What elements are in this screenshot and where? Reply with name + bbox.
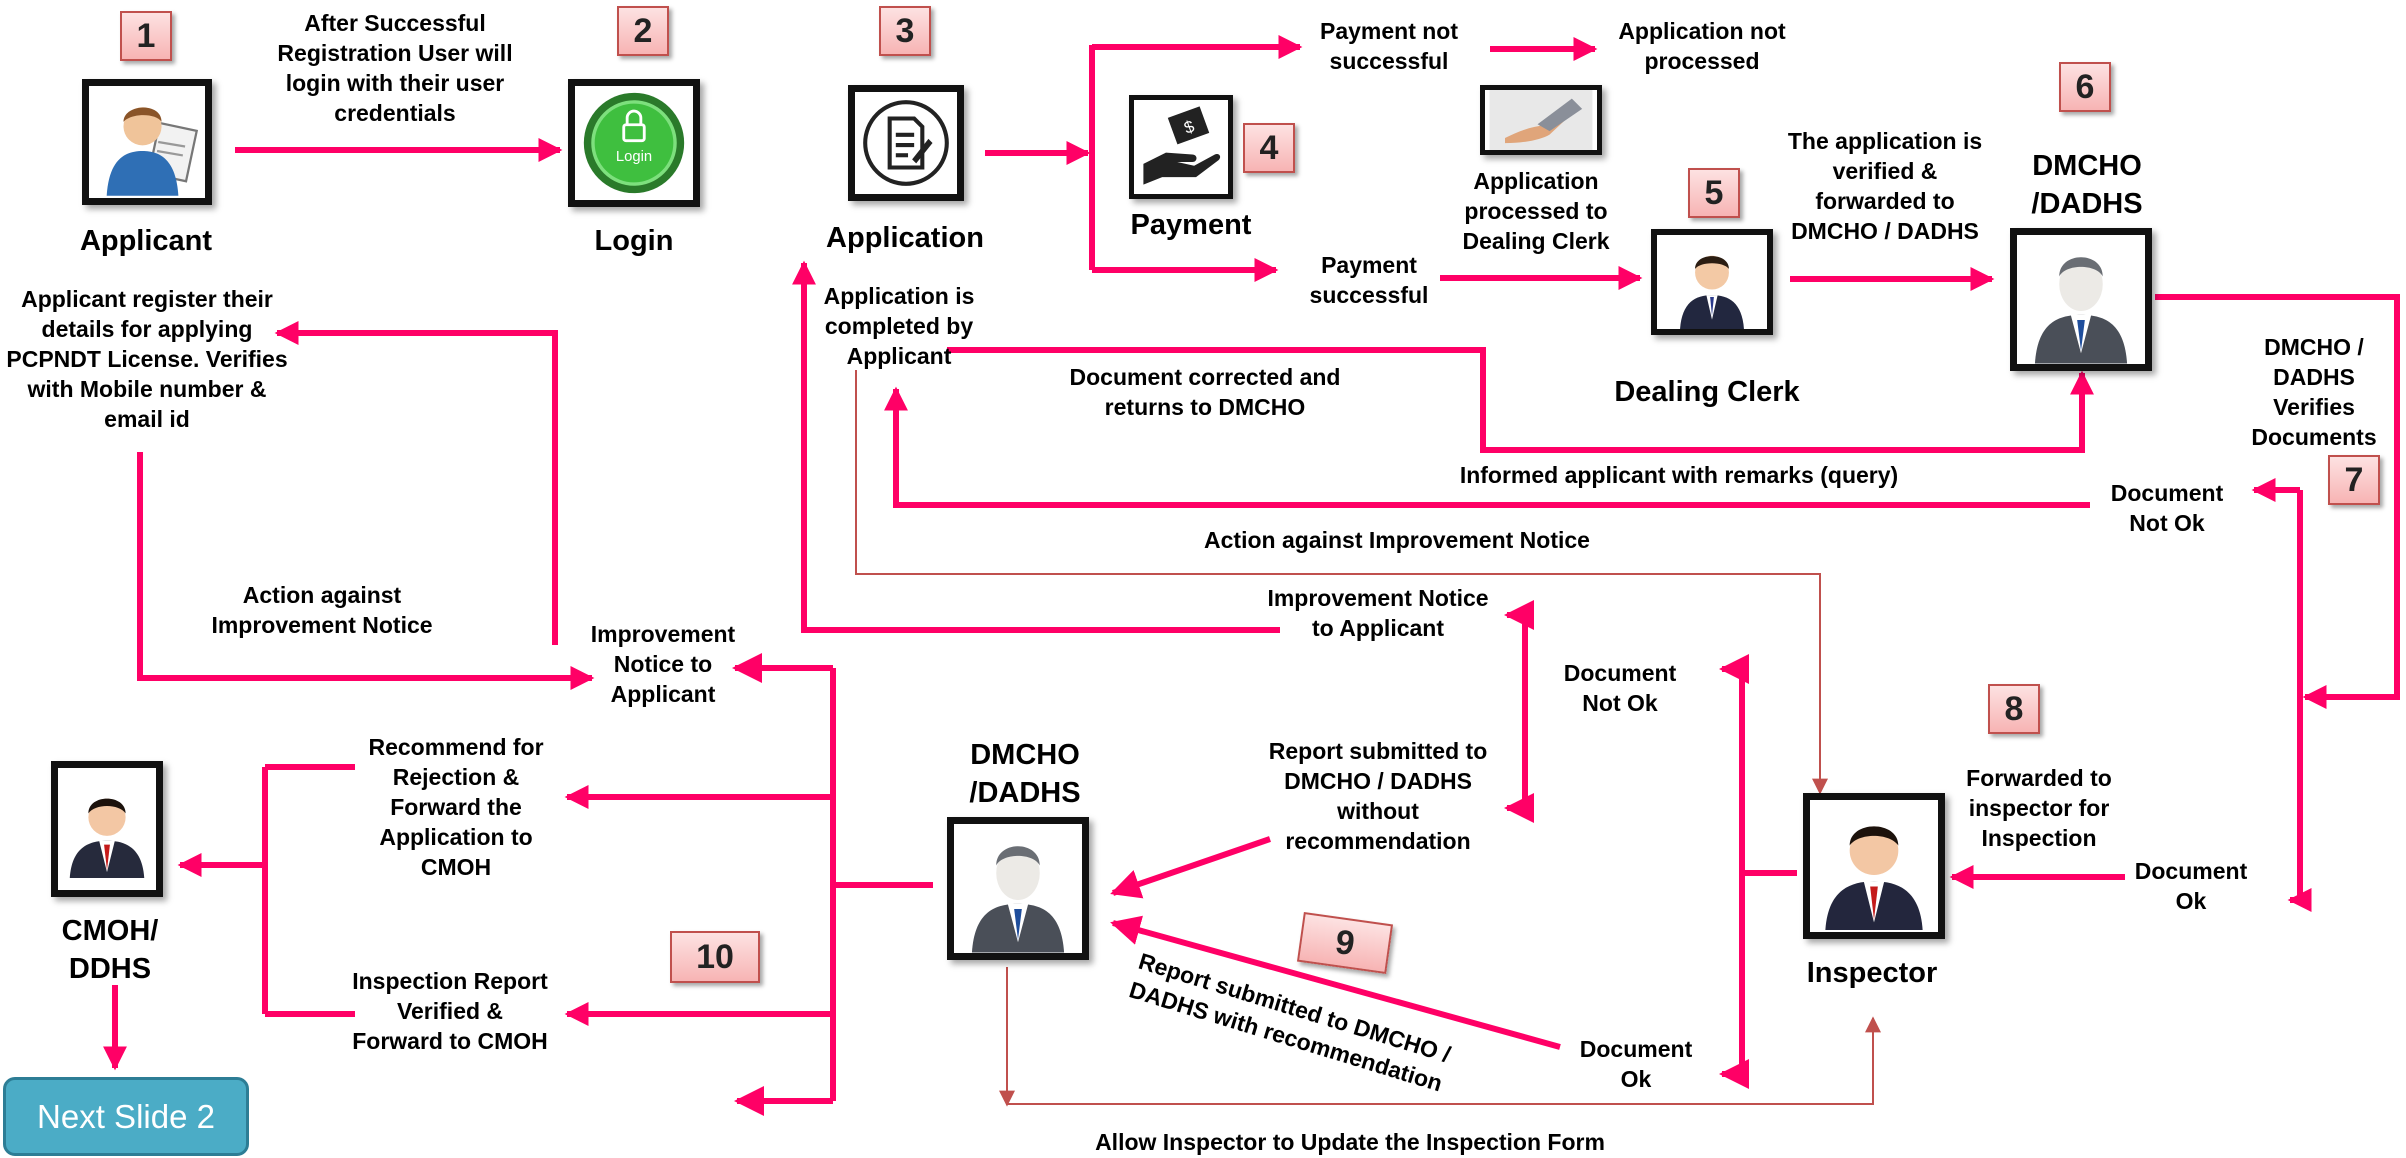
cmoh-person-icon [51, 761, 163, 897]
allow-inspector-text: Allow Inspector to Update the Inspection… [1095, 1129, 1605, 1155]
doc-corrected-text: Document corrected and returns to DMCHO [1069, 364, 1341, 420]
register-details-text: Applicant register their details for app… [6, 286, 288, 432]
payment-not-successful-text: Payment not successful [1319, 18, 1459, 74]
dmcho-top-label: DMCHO /DADHS [2031, 150, 2143, 220]
completed-by-applicant-text: Application is completed by Applicant [823, 283, 975, 369]
report-without-rec-text: Report submitted to DMCHO / DADHS withou… [1268, 738, 1488, 854]
inspector-person-icon [1803, 793, 1945, 939]
doc-ok-right-text: Document Ok [2134, 858, 2248, 914]
forwarded-inspector-text: Forwarded to inspector for Inspection [1966, 765, 2112, 851]
arrow-report-without-rec [1110, 836, 1271, 899]
arrow-informed-applicant [884, 386, 2090, 508]
action-notice-left-text: Action against Improvement Notice [211, 582, 433, 638]
login-label: Login [594, 225, 674, 257]
payment-label: Payment [1130, 209, 1252, 241]
dealing-clerk-label: Dealing Clerk [1614, 376, 1800, 408]
svg-text:Login: Login [616, 149, 652, 165]
step-badge-7: 7 [2328, 455, 2380, 505]
applicant-user-icon [82, 79, 212, 205]
verified-forwarded-text: The application is verified & forwarded … [1787, 128, 1983, 244]
application-not-processed-text: Application not processed [1618, 18, 1786, 74]
step-badge-3: 3 [879, 6, 931, 56]
doc-not-ok-top-text: Document Not Ok [2110, 480, 2224, 536]
improvement-notice-mid-text: Improvement Notice to Applicant [1267, 585, 1489, 641]
hand-document-icon [1480, 85, 1602, 155]
arrow-doc-corrected-to-dmcho [947, 347, 2094, 453]
application-processed-text: Application processed to Dealing Clerk [1462, 168, 1610, 254]
dmcho-verification-line [2155, 294, 2400, 709]
improvement-notice-left-text: Improvement Notice to Applicant [590, 621, 736, 707]
step-badge-1: 1 [120, 11, 172, 61]
step-badge-8: 8 [1988, 684, 2040, 734]
step-badge-5: 5 [1688, 168, 1740, 218]
after-registration-text: After Successful Registration User will … [277, 10, 513, 126]
step-badge-10: 10 [670, 931, 760, 983]
step-badge-2: 2 [617, 6, 669, 56]
doc-not-ok-mid-text: Document Not Ok [1563, 660, 1677, 716]
dmcho-mid-label: DMCHO /DADHS [969, 739, 1081, 809]
recommend-rejection-text: Recommend for Rejection & Forward the Ap… [368, 734, 544, 880]
action-notice-mid-text: Action against Improvement Notice [1204, 527, 1590, 553]
thin-allow-inspector-line [1007, 1016, 1881, 1105]
thin-action-notice-line [855, 370, 1828, 795]
informed-applicant-text: Informed applicant with remarks (query) [1459, 462, 1899, 488]
step-badge-6: 6 [2059, 62, 2111, 112]
applicant-label: Applicant [79, 225, 213, 257]
arrow-action-to-register [274, 321, 558, 645]
application-document-icon[interactable] [848, 85, 964, 201]
dmcho-verifies-text: DMCHO / DADHS Verifies Documents [2251, 334, 2377, 450]
login-lock-button-icon[interactable]: Login [568, 79, 700, 207]
arrow-register-to-improvement [137, 452, 595, 690]
doc-ok-bottom-text: Document Ok [1579, 1036, 1693, 1092]
inspector-label: Inspector [1806, 957, 1938, 989]
payment-hand-icon: $ [1129, 95, 1233, 199]
arrow-notice-to-application [792, 260, 1280, 633]
payment-successful-text: Payment successful [1309, 252, 1429, 308]
cmoh-label: CMOH/ DDHS [61, 915, 159, 985]
inspection-verified-text: Inspection Report Verified & Forward to … [352, 968, 548, 1054]
step-badge-4: 4 [1243, 123, 1295, 173]
dmcho-officer-icon [2010, 228, 2152, 371]
next-slide-button[interactable]: Next Slide 2 [3, 1077, 249, 1156]
arrow-report-with-rec [1110, 915, 1561, 1050]
application-label: Application [826, 222, 984, 254]
dmcho-officer-icon [947, 817, 1089, 960]
clerk-person-icon [1651, 229, 1773, 335]
